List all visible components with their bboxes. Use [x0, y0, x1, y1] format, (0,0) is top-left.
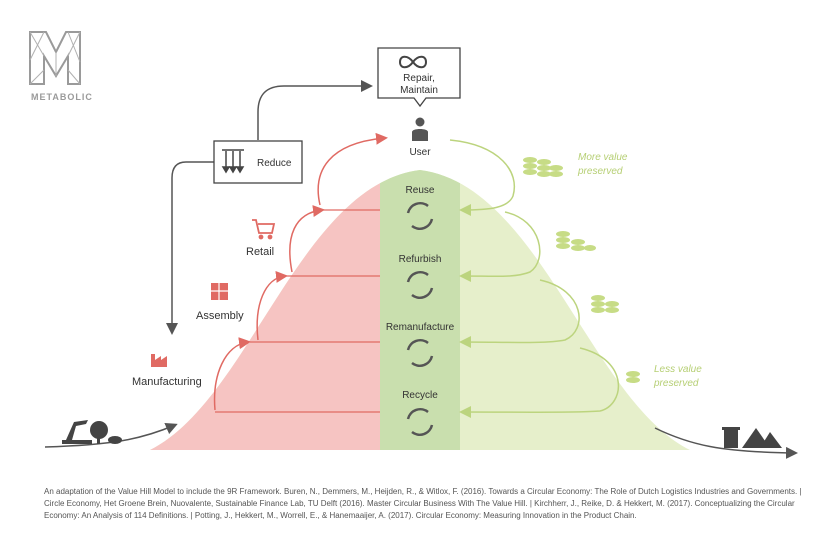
circular-band	[380, 170, 460, 450]
coins-icon	[556, 231, 596, 251]
coins-icon	[591, 295, 619, 313]
waste-icon	[722, 427, 782, 448]
red-level-lines	[215, 209, 380, 413]
coins-icon	[626, 371, 640, 383]
assembly-label: Assembly	[196, 310, 244, 322]
person-icon	[412, 117, 428, 141]
factory-icon	[151, 354, 167, 367]
raw-materials-icon	[62, 420, 122, 444]
arrow-manufacturing-assembly	[213, 337, 251, 411]
down-arrows-icon	[221, 149, 245, 174]
reduce-label: Reduce	[257, 158, 292, 169]
arrow-refurbish	[459, 211, 541, 283]
loop-label: Reuse	[406, 185, 435, 196]
more-value-line2: preserved	[577, 166, 623, 177]
cart-icon	[252, 219, 276, 240]
arrow-to-user	[317, 132, 388, 206]
manufacturing-node: Manufacturing	[132, 354, 202, 388]
assembly-node: Assembly	[196, 283, 244, 322]
loop-reuse: Reuse	[406, 185, 435, 230]
figure-caption: An adaptation of the Value Hill Model to…	[44, 487, 802, 520]
reduce-to-manufacturing-arrow	[166, 161, 214, 335]
loop-refurbish: Refurbish	[399, 254, 442, 299]
retail-label: Retail	[246, 246, 274, 258]
puzzle-icon	[211, 283, 228, 300]
reduce-to-repair-arrow	[257, 80, 373, 140]
disposal-arrow	[654, 427, 798, 459]
arrow-remanufacture	[459, 279, 580, 349]
production-arrows	[213, 132, 388, 411]
arrow-assembly-retail	[256, 270, 288, 341]
retail-node: Retail	[246, 219, 276, 258]
reduce-box: Reduce	[213, 140, 303, 184]
user-label: User	[409, 147, 431, 158]
cycle-icon	[406, 202, 434, 230]
cycle-icon	[406, 408, 434, 436]
value-hill	[150, 170, 690, 450]
loop-label: Refurbish	[399, 254, 442, 265]
repair-label: Repair,	[403, 73, 435, 84]
more-value-line1: More value	[578, 152, 628, 163]
arrow-reuse	[449, 139, 515, 216]
manufacturing-label: Manufacturing	[132, 376, 202, 388]
loop-recycle: Recycle	[402, 390, 438, 436]
user-node: User	[409, 117, 431, 158]
infinity-icon	[398, 55, 428, 69]
logo-wordmark: METABOLIC	[31, 92, 93, 102]
less-value-line1: Less value	[654, 364, 702, 375]
maintain-label: Maintain	[400, 85, 438, 96]
arrow-recycle	[459, 347, 620, 419]
cycle-icon	[406, 271, 434, 299]
repair-maintain-box: Repair, Maintain	[377, 47, 461, 108]
loop-label: Remanufacture	[386, 322, 455, 333]
loop-remanufacture: Remanufacture	[386, 322, 455, 367]
less-value-line2: preserved	[653, 378, 699, 389]
arrow-retail-distribution	[289, 205, 325, 273]
cycle-icon	[406, 339, 434, 367]
metabolic-logo: METABOLIC	[29, 31, 93, 102]
coins-icon	[523, 157, 563, 177]
loop-label: Recycle	[402, 390, 438, 401]
recovery-arrows	[449, 139, 620, 419]
